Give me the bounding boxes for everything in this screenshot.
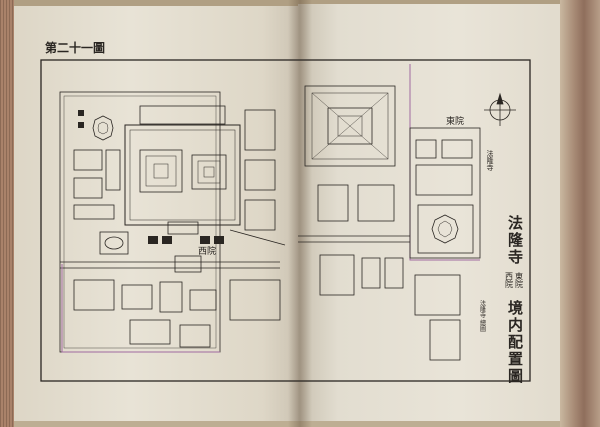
west-lower-hall-d xyxy=(189,289,217,311)
map-title-suffix: 境内配置圖 xyxy=(506,299,524,385)
yumedono-octagon-core xyxy=(437,220,453,238)
west-east-hall-c xyxy=(244,199,276,231)
west-cloister-inner xyxy=(129,129,236,221)
map-title-block: 法隆寺 法隆寺 西院 東院 境内配置圖 法隆寺 總圖 xyxy=(479,149,525,385)
west-area-label: 西院 xyxy=(198,245,216,257)
book-gutter xyxy=(288,0,312,427)
east-upper-inner xyxy=(311,92,389,160)
kondo-inner xyxy=(145,155,177,187)
east-mid-hall-b xyxy=(357,184,395,222)
right-page xyxy=(298,4,566,421)
west-octagon-core xyxy=(97,121,109,135)
map-title-small-lower: 東院 xyxy=(515,271,524,289)
east-low-hall-c xyxy=(384,257,404,289)
map-title-prefix: 法隆寺 xyxy=(506,214,524,266)
middle-gate xyxy=(167,221,199,235)
east-upper-hall-core xyxy=(337,115,363,137)
east-boundary-line xyxy=(409,64,480,261)
west-east-hall-b xyxy=(244,159,276,191)
lecture-hall xyxy=(139,105,226,125)
east-low-hall-d xyxy=(414,274,461,316)
west-enclosure xyxy=(99,231,129,255)
east-hall-b xyxy=(441,139,473,159)
east-compound xyxy=(409,127,481,259)
yumedono-octagon xyxy=(431,214,459,244)
title-volume-note: 法隆寺 xyxy=(486,149,494,171)
pagoda-inner xyxy=(197,160,221,184)
east-hall-a xyxy=(415,139,437,159)
west-hall-a xyxy=(73,149,103,171)
map-credit: 法隆寺 總圖 xyxy=(479,299,486,333)
west-hall-b xyxy=(73,177,103,199)
east-low-hall-e xyxy=(429,319,461,361)
compass-rose xyxy=(484,92,516,126)
east-upper-compound xyxy=(304,85,396,167)
east-low-hall-a xyxy=(319,254,355,296)
pond xyxy=(104,236,124,250)
path-a xyxy=(229,229,286,246)
west-compound-inner-wall xyxy=(63,95,217,349)
yumedono-cloister xyxy=(417,204,474,254)
west-lower-hall-e xyxy=(129,319,171,345)
west-east-hall-a xyxy=(244,109,276,151)
west-lower-hall-c xyxy=(159,281,183,313)
east-mid-hall-a xyxy=(317,184,349,222)
pagoda xyxy=(191,154,227,190)
west-octagon-hall xyxy=(92,115,114,141)
book-edge-right xyxy=(560,0,600,427)
west-building-marks xyxy=(78,110,224,244)
west-precinct xyxy=(59,91,286,353)
west-lower-hall-a xyxy=(73,279,115,311)
precinct-boundary-line xyxy=(61,264,220,353)
kondo xyxy=(139,149,183,193)
west-east-hall-d xyxy=(229,279,281,321)
west-hall-c xyxy=(73,204,115,220)
west-corridor-a xyxy=(105,149,121,191)
west-lower-hall-f xyxy=(179,324,211,348)
map-title-small-upper: 西院 xyxy=(505,272,514,289)
west-lower-hall-b xyxy=(121,284,153,310)
pagoda-core xyxy=(203,166,215,178)
east-hall-c xyxy=(415,164,473,196)
plate-label: 第二十一圖 xyxy=(45,40,105,55)
book-edge-left xyxy=(0,0,14,427)
east-upper-hall xyxy=(327,107,373,145)
map-frame xyxy=(40,59,531,382)
east-low-hall-b xyxy=(361,257,381,289)
east-area-label: 東院 xyxy=(446,115,464,127)
diag-b xyxy=(311,92,389,160)
nandaimon xyxy=(174,255,202,273)
kondo-core xyxy=(153,163,169,179)
west-cloister xyxy=(124,124,241,226)
east-precinct xyxy=(298,85,481,361)
